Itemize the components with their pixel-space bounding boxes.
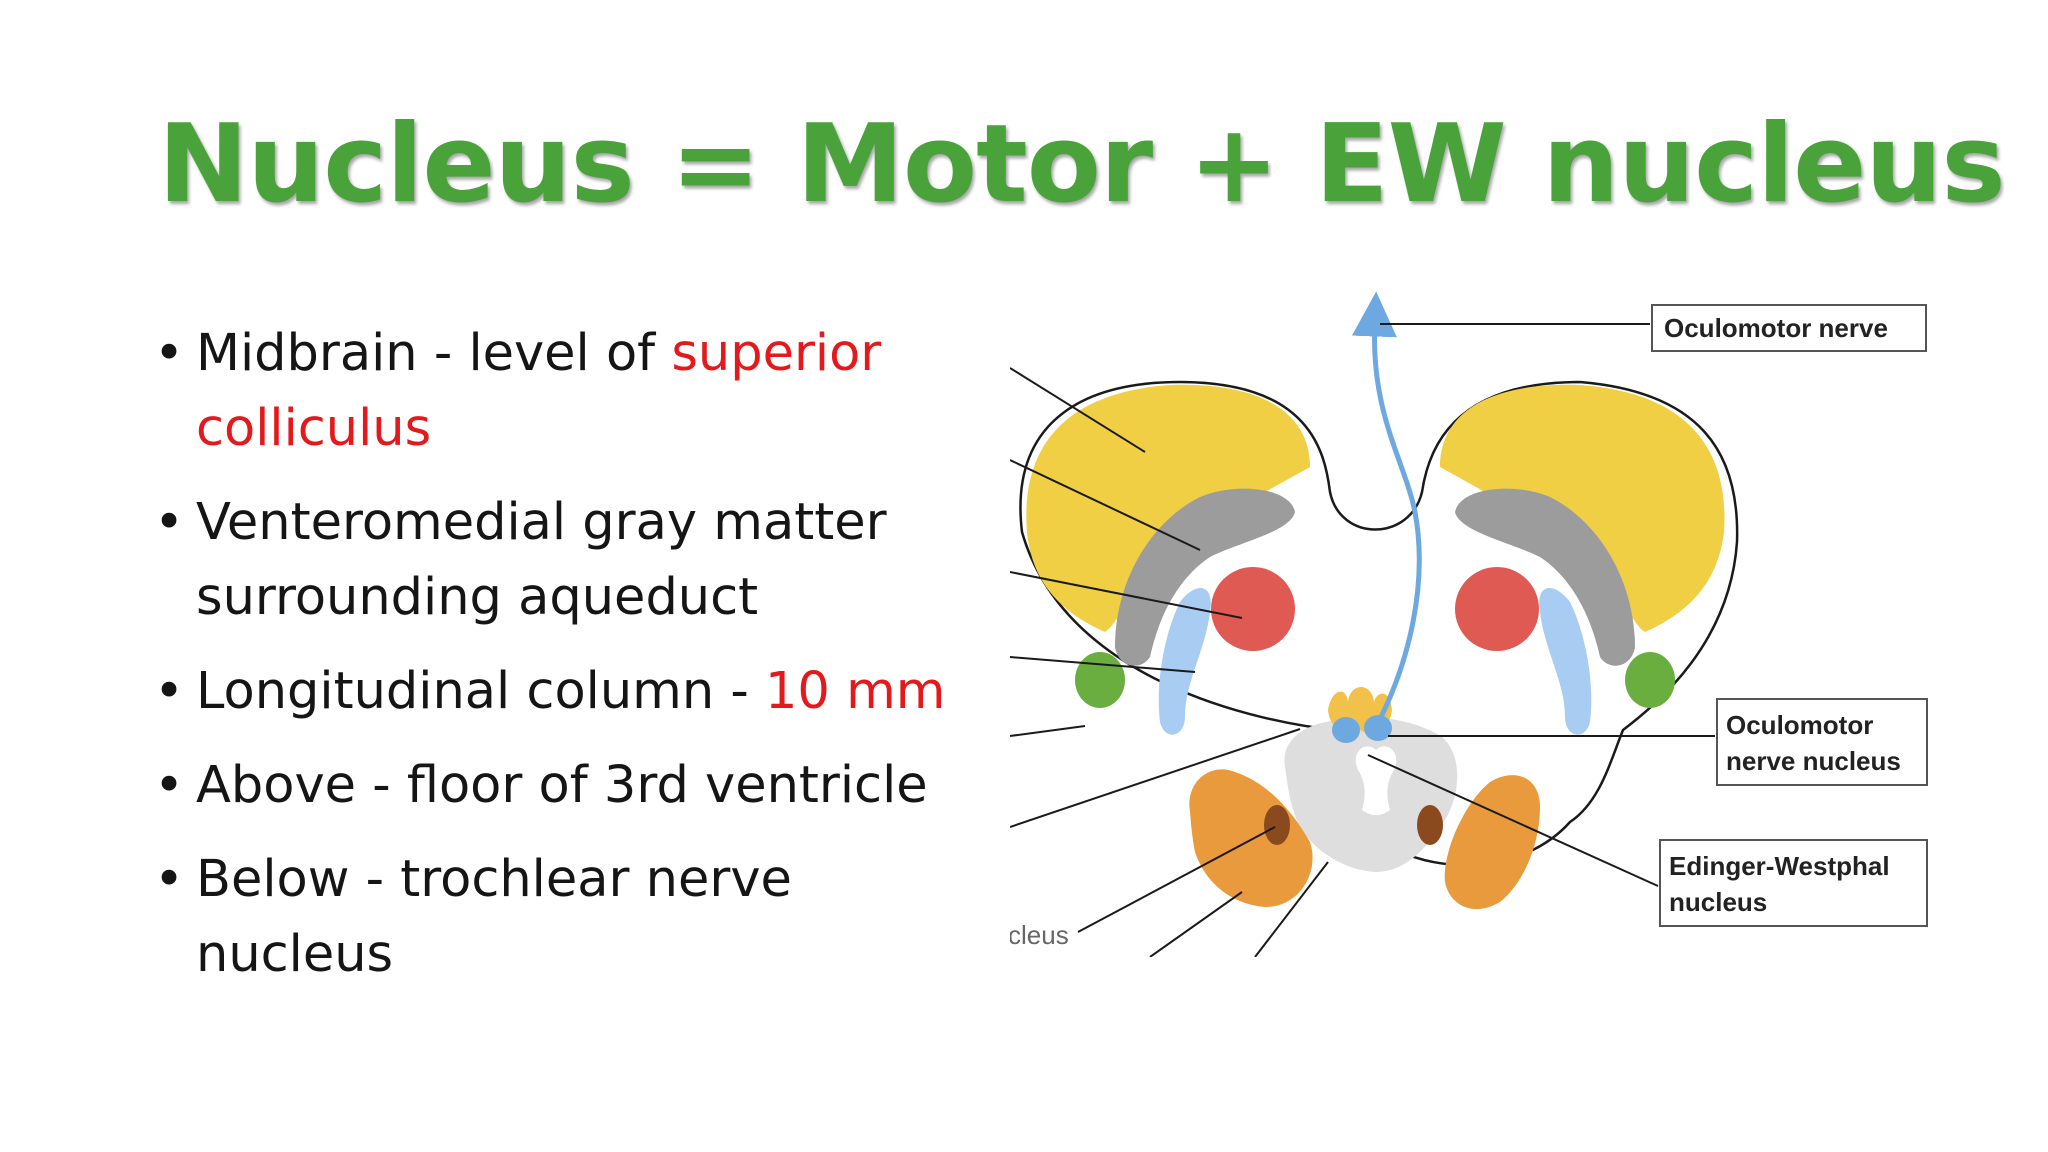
label-oculomotor-nucleus-line2: nerve nucleus xyxy=(1726,746,1901,776)
midbrain-cross-section-diagram: Oculomotor nerve Oculomotor nerve nucleu… xyxy=(1010,282,1940,957)
bullet-item: Below - trochlear nerve nucleus xyxy=(154,842,974,992)
bullet-text: Venteromedial gray matter surrounding aq… xyxy=(196,493,887,627)
bullet-item: Longitudinal column - 10 mm xyxy=(154,654,974,729)
oculomotor-nucleus-left xyxy=(1332,717,1360,743)
label-oculomotor-nerve: Oculomotor nerve xyxy=(1652,305,1926,351)
label-edinger-westphal: Edinger-Westphal nucleus xyxy=(1660,840,1927,926)
bullet-highlight: 10 mm xyxy=(765,662,945,721)
dark-nucleus-right xyxy=(1417,805,1443,845)
slide-title: Nucleus = Motor + EW nucleus xyxy=(158,100,2005,230)
green-nucleus-right xyxy=(1625,652,1675,708)
label-ew-line2: nucleus xyxy=(1669,887,1767,917)
label-oculomotor-nerve-text: Oculomotor nerve xyxy=(1664,313,1888,343)
label-cut-off: cleus xyxy=(1010,920,1069,950)
diagram-svg: Oculomotor nerve Oculomotor nerve nucleu… xyxy=(1010,282,1940,957)
bullet-text: Above - floor of 3rd ventricle xyxy=(196,756,928,815)
red-nucleus-right xyxy=(1455,567,1539,651)
green-nucleus-left xyxy=(1075,652,1125,708)
bullet-list: Midbrain - level of superior colliculus … xyxy=(154,316,974,1011)
dark-nucleus-left xyxy=(1264,805,1290,845)
label-oculomotor-nerve-nucleus: Oculomotor nerve nucleus xyxy=(1717,699,1927,785)
label-oculomotor-nucleus-line1: Oculomotor xyxy=(1726,710,1873,740)
label-ew-line1: Edinger-Westphal xyxy=(1669,851,1890,881)
bullet-text: Midbrain - level of xyxy=(196,324,671,383)
bullet-text: Below - trochlear nerve nucleus xyxy=(196,850,792,984)
red-nucleus-left xyxy=(1211,567,1295,651)
bullet-item: Above - floor of 3rd ventricle xyxy=(154,748,974,823)
bullet-text: Longitudinal column - xyxy=(196,662,765,721)
bullet-item: Venteromedial gray matter surrounding aq… xyxy=(154,485,974,635)
bullet-item: Midbrain - level of superior colliculus xyxy=(154,316,974,466)
